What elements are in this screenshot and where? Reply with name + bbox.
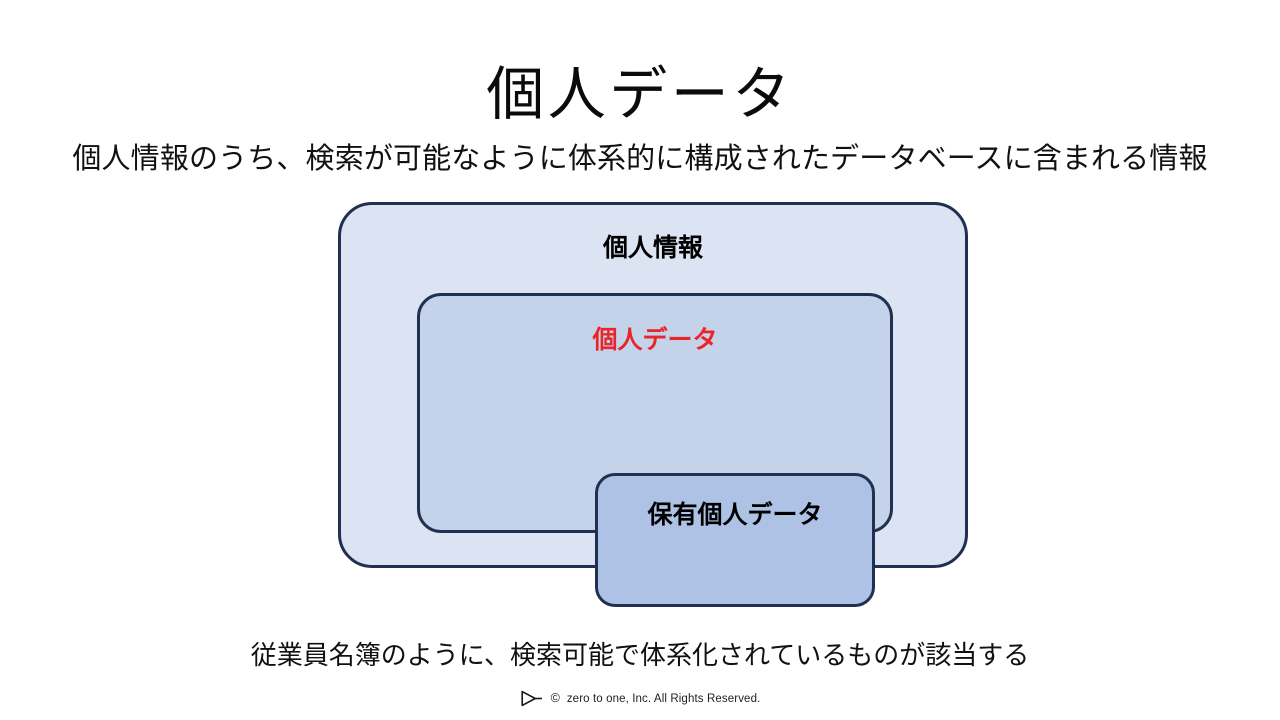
page-title: 個人データ <box>486 61 794 127</box>
diagram-box-personal-information: 個人情報 個人データ 保有個人データ <box>338 202 968 607</box>
copyright-mark: © <box>550 691 560 706</box>
copyright-text: zero to one, Inc. All Rights Reserved. <box>566 692 761 705</box>
diagram-label-personal-information: 個人情報 <box>602 234 703 262</box>
slide-footer: © zero to one, Inc. All Rights Reserved. <box>0 690 1280 707</box>
play-triangle-icon <box>520 690 544 707</box>
diagram-box-retained-personal-data: 保有個人データ <box>595 473 875 607</box>
nested-set-diagram: 個人情報 個人データ 保有個人データ <box>338 202 968 607</box>
diagram-label-retained-personal-data: 保有個人データ <box>647 501 823 529</box>
diagram-label-personal-data: 個人データ <box>592 326 718 354</box>
diagram-box-personal-data: 個人データ 保有個人データ <box>417 293 893 607</box>
slide-caption: 従業員名簿のように、検索可能で体系化されているものが該当する <box>250 640 1030 670</box>
slide-subtitle: 個人情報のうち、検索が可能なように体系的に構成されたデータベースに含まれる情報 <box>72 143 1208 175</box>
